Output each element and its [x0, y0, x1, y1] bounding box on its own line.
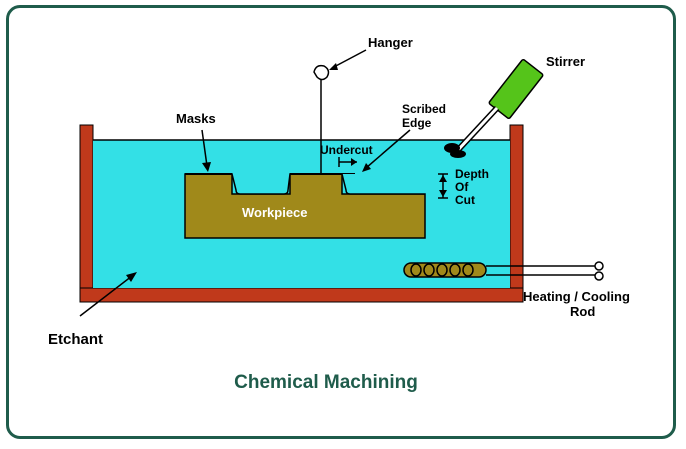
- scribed-edge-pointer-head: [362, 163, 371, 172]
- depth-arrow-down: [439, 190, 447, 197]
- masks-pointer: [201, 129, 208, 167]
- etchant-pointer: [79, 275, 133, 317]
- undercut-label: Undercut: [320, 143, 373, 157]
- depth-label-line1: Depth: [455, 167, 489, 181]
- etchant-pointer-head: [126, 272, 137, 282]
- rod-label-line1: Heating / Cooling: [523, 289, 630, 304]
- scribed-edge-label-line1: Scribed: [402, 102, 446, 116]
- hanger-pointer-head: [329, 63, 338, 70]
- scribed-edge-label-line2: Edge: [402, 116, 432, 130]
- hanger-hook-icon: [313, 64, 330, 81]
- etchant-label: Etchant: [48, 331, 103, 348]
- rod-label-line2: Rod: [570, 304, 595, 319]
- etched-cavity-left: [231, 173, 291, 195]
- etched-cavity-right: [342, 174, 425, 194]
- depth-arrow-up: [439, 175, 447, 182]
- workpiece-label: Workpiece: [242, 205, 308, 220]
- tank-bottom: [79, 287, 524, 303]
- depth-label-line2: Of: [455, 180, 469, 194]
- stirrer-label: Stirrer: [546, 54, 585, 69]
- scribed-edge-pointer: [365, 129, 411, 169]
- diagram-title: Chemical Machining: [234, 372, 418, 393]
- depth-label-line3: Cut: [455, 193, 475, 207]
- heating-cooling-rod-icon: [403, 261, 604, 281]
- diagram-frame: [6, 5, 676, 439]
- undercut-arrow: [351, 158, 357, 166]
- hanger-label: Hanger: [368, 35, 413, 50]
- tank-left-wall: [79, 124, 94, 303]
- masks-label: Masks: [176, 111, 216, 126]
- etched-step-outline: [341, 173, 425, 195]
- masks-pointer-head: [202, 162, 211, 172]
- hanger-pointer: [331, 49, 367, 69]
- stirrer-icon: [444, 58, 544, 158]
